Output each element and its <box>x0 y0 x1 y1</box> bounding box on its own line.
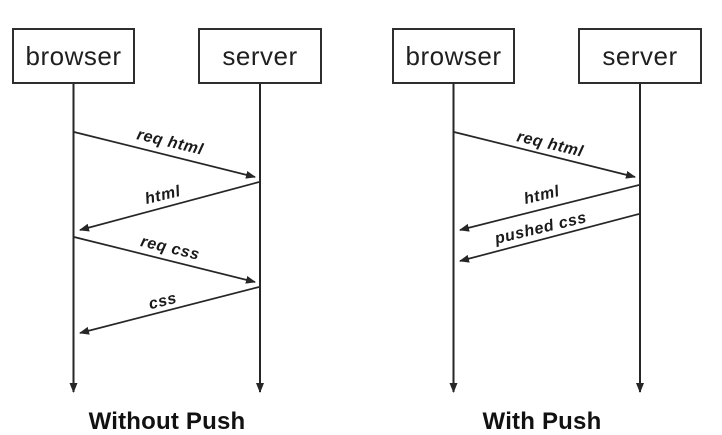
message-arrow-req-html-without-push <box>73 131 256 179</box>
actor-label-server: server <box>602 40 678 71</box>
message-arrow-css-without-push <box>79 286 260 335</box>
actor-label-browser: browser <box>405 40 502 71</box>
actor-box-server-without-push: server <box>198 28 322 84</box>
actor-box-browser-without-push: browser <box>12 28 135 84</box>
actor-box-browser-with-push: browser <box>392 28 515 84</box>
actor-label-browser: browser <box>25 40 122 71</box>
message-arrow-req-css-without-push <box>73 236 256 284</box>
caption-without-push: Without Push <box>88 408 246 435</box>
actor-label-server: server <box>222 40 298 71</box>
message-arrow-html-without-push <box>79 181 260 232</box>
actor-box-server-with-push: server <box>578 28 702 84</box>
message-arrow-html-with-push <box>459 184 640 232</box>
message-arrow-req-html-with-push <box>453 131 636 179</box>
caption-with-push: With Push <box>482 408 602 435</box>
message-arrow-pushed-css-with-push <box>459 213 640 263</box>
